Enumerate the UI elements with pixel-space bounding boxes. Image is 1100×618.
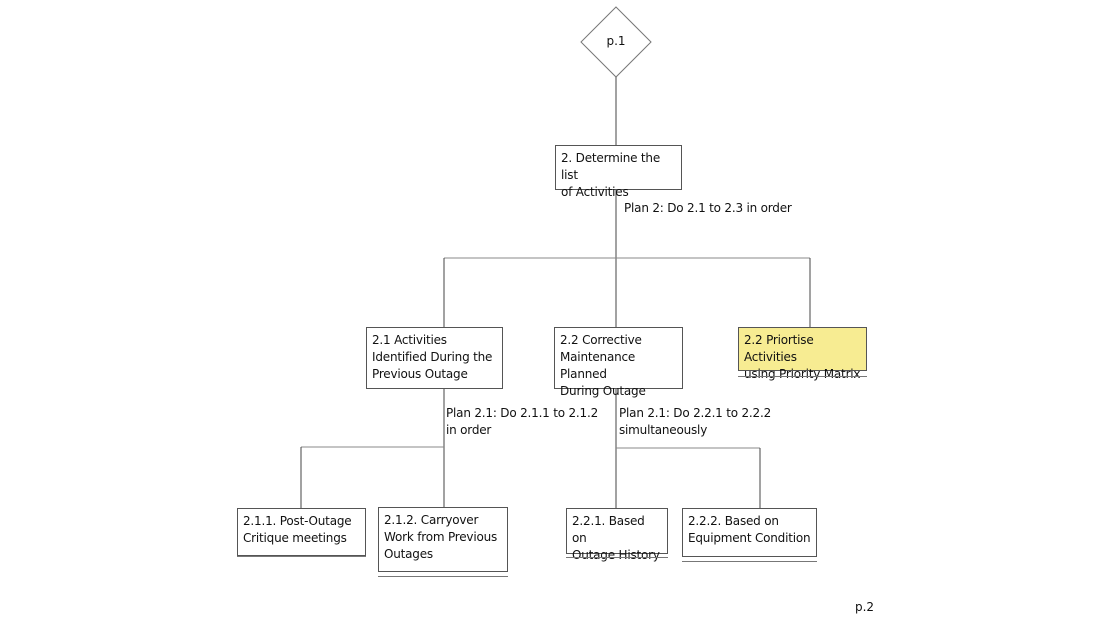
plan-label-2-1: Plan 2.1: Do 2.1.1 to 2.1.2 in order: [446, 406, 599, 437]
task-box-2-1-2[interactable]: 2.1.2. Carryover Work from Previous Outa…: [378, 507, 508, 572]
task-box-2-1[interactable]: 2.1 Activities Identified During the Pre…: [366, 327, 503, 389]
plan-label-2: Plan 2: Do 2.1 to 2.3 in order: [624, 201, 792, 215]
terminal-underline-2-1-1: [237, 556, 366, 557]
task-box-2-2[interactable]: 2.2 Corrective Maintenance Planned Durin…: [554, 327, 683, 398]
task-box-2-1-1[interactable]: 2.1.1. Post-Outage Critique meetings: [237, 508, 366, 556]
connector-label-p1: p.1: [606, 34, 626, 48]
plan-label-2-2: Plan 2.1: Do 2.2.1 to 2.2.2 simultaneous…: [619, 406, 772, 437]
terminal-underline-2-1-2: [378, 576, 508, 577]
task-box-2[interactable]: 2. Determine the list of Activities: [555, 145, 682, 199]
page-connector-p2: p.2: [855, 600, 875, 614]
terminal-underline-2-2-1: [566, 557, 668, 558]
task-box-2-3-highlighted[interactable]: 2.2 Priortise Activities using Priority …: [738, 327, 867, 381]
task-box-2-2-2[interactable]: 2.2.2. Based on Equipment Condition: [682, 508, 817, 557]
task-box-2-2-1[interactable]: 2.2.1. Based on Outage History: [566, 508, 668, 562]
terminal-underline-2-3: [738, 376, 867, 377]
terminal-underline-2-2-2: [682, 561, 817, 562]
